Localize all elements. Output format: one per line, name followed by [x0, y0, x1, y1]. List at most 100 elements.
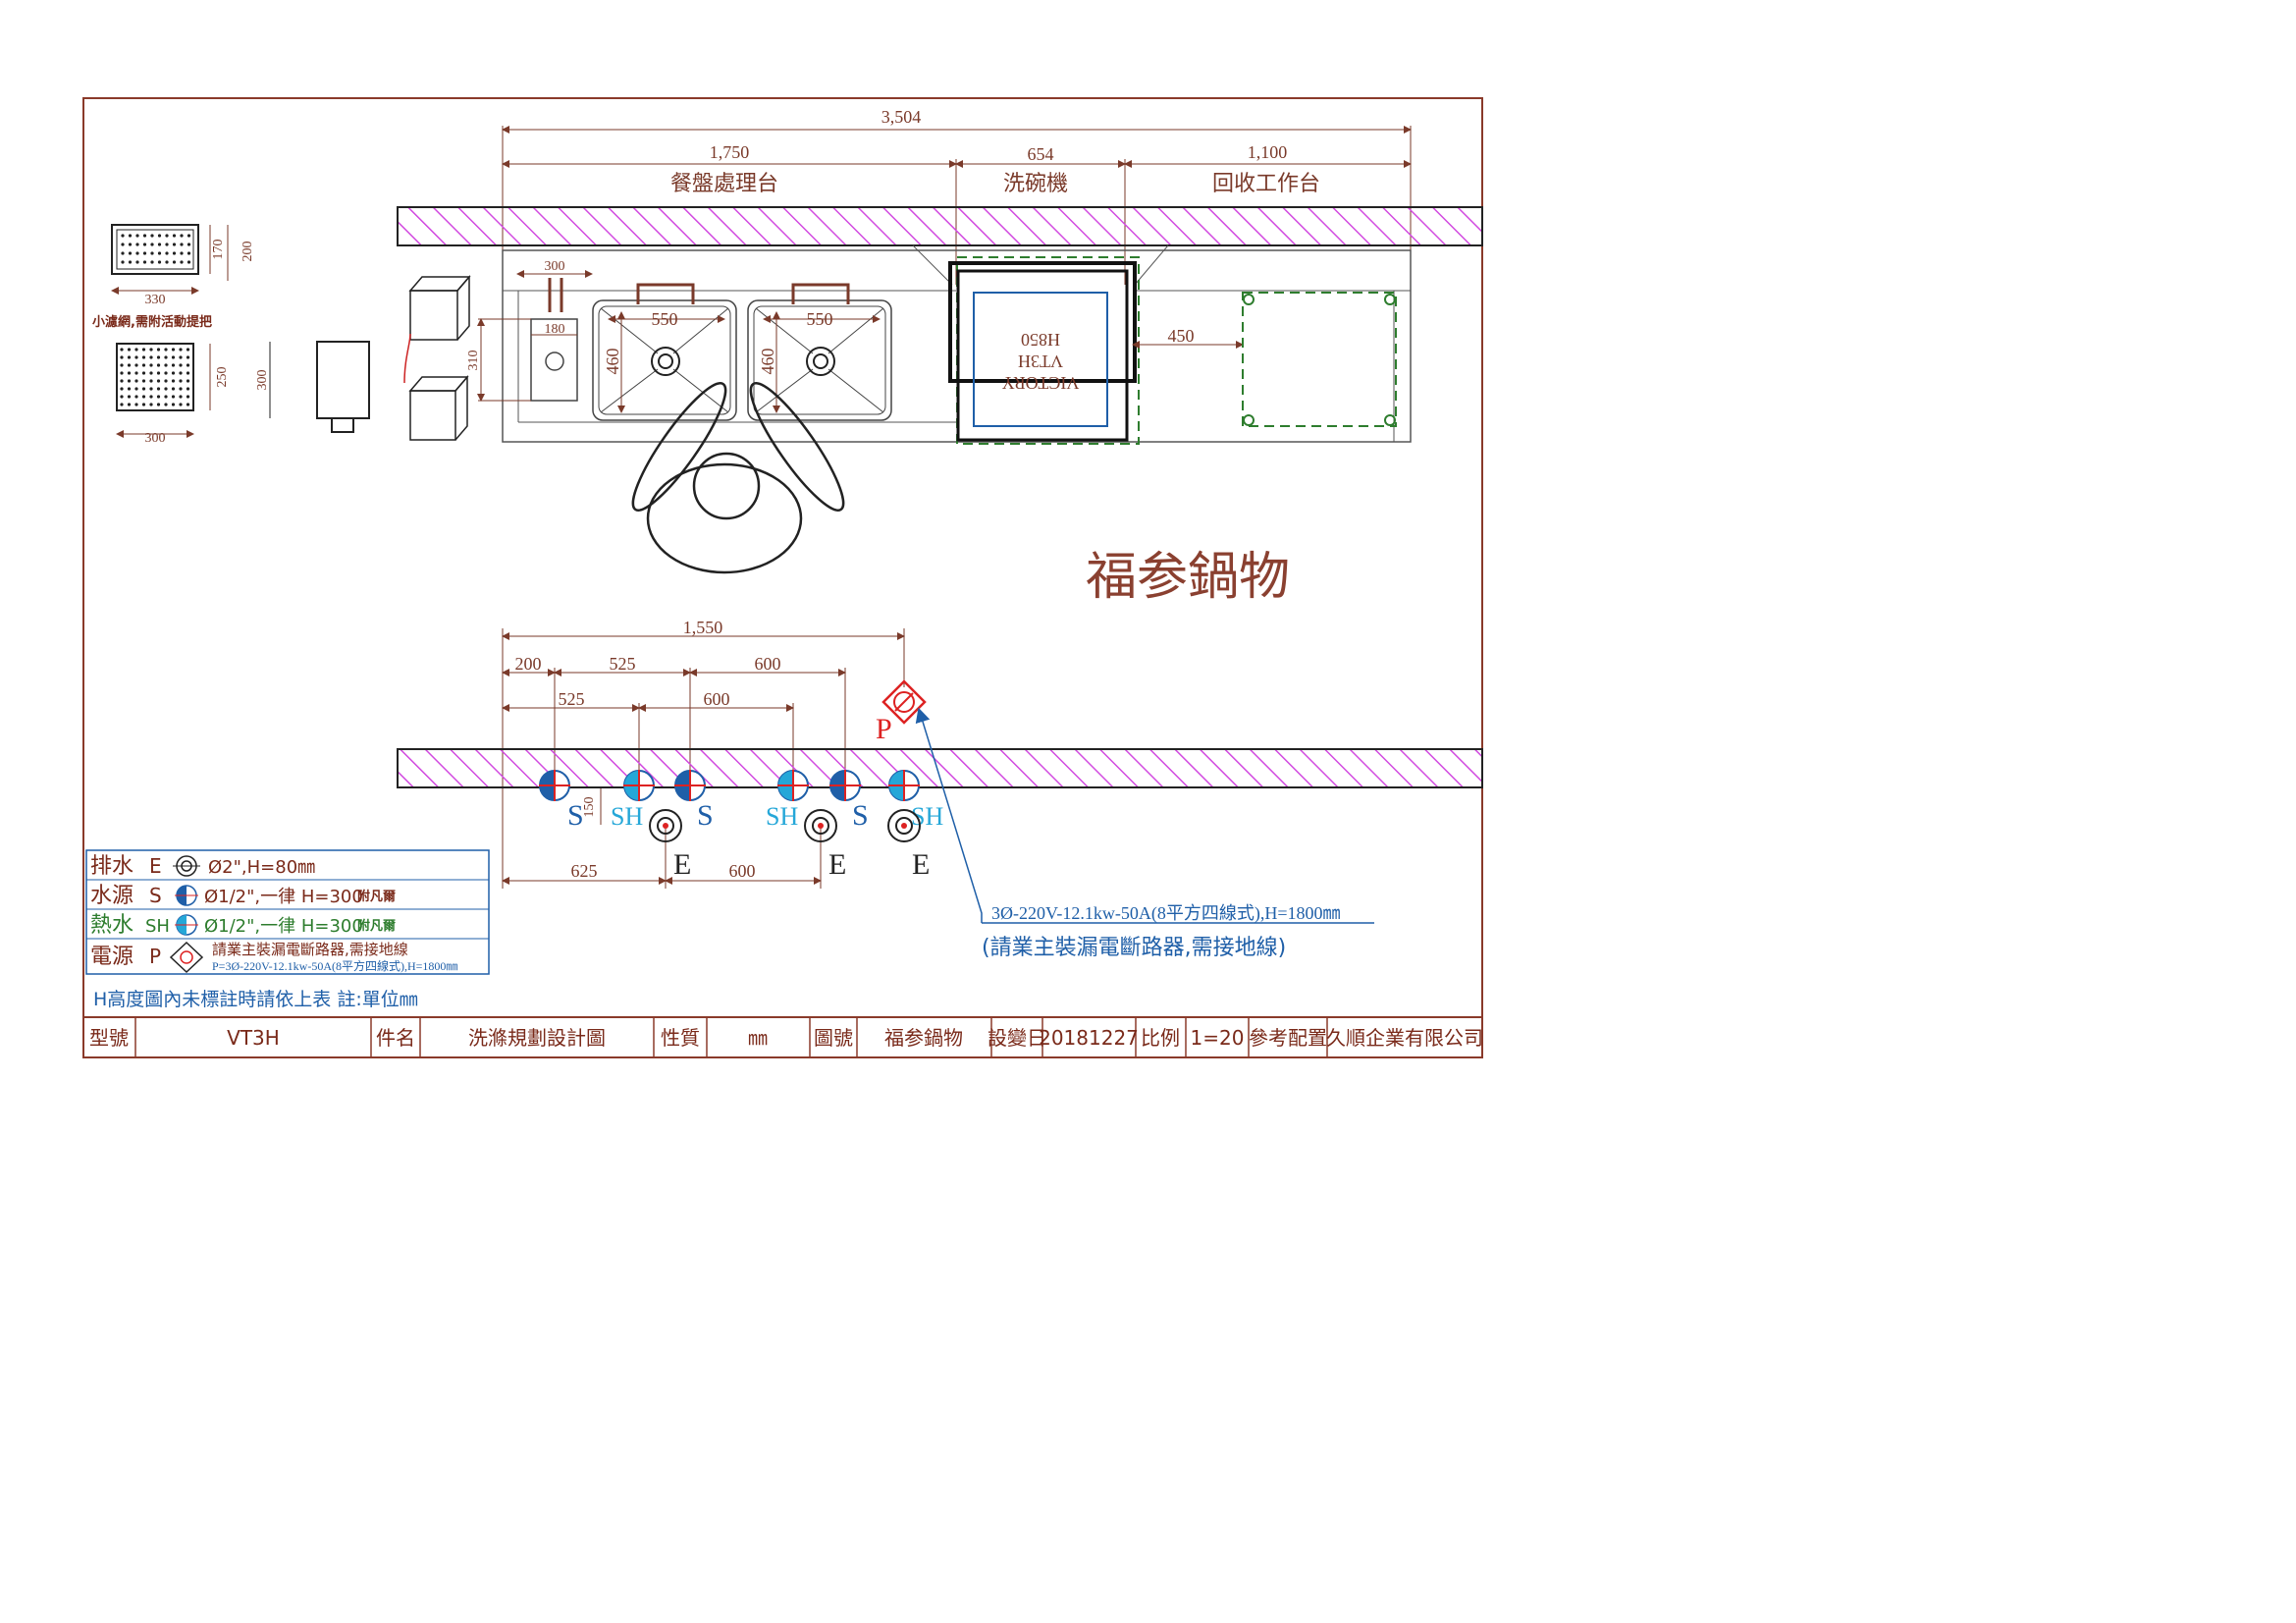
perforation-dot — [164, 348, 168, 352]
perforation-dot — [179, 371, 183, 375]
label-e-3: E — [912, 848, 930, 881]
label-s-1: S — [567, 799, 584, 832]
perforation-dot — [128, 243, 133, 246]
machine-label: VICTORY VT3H H850 — [1002, 330, 1080, 393]
perforation-dot — [179, 379, 183, 383]
perforation-dot — [172, 234, 177, 238]
perforation-dot — [156, 403, 161, 406]
perforation-dot — [187, 234, 191, 238]
perforation-dot — [156, 348, 161, 352]
perforation-dot — [179, 363, 183, 367]
perforation-dot — [187, 260, 191, 264]
drain-board-width: 300 — [545, 259, 565, 274]
perforation-dot — [134, 348, 138, 352]
perforation-dot — [128, 251, 133, 255]
hot-water-outlet-1 — [623, 770, 655, 801]
perforation-dot — [171, 395, 176, 399]
perforation-dot — [186, 355, 190, 359]
perforation-dot — [179, 387, 183, 391]
legend-spec-power: 請業主裝漏電斷路器,需接地線 — [212, 941, 408, 958]
tb-model-label: 型號 — [89, 1026, 129, 1050]
perforation-dot — [134, 371, 138, 375]
perforation-dot — [120, 371, 124, 375]
perforation-dot — [165, 260, 169, 264]
basket-note: 小濾網,需附活動提把 — [92, 314, 212, 330]
power-outlet — [881, 679, 927, 725]
perforation-dot — [134, 355, 138, 359]
perforation-dot — [165, 243, 169, 246]
tb-scale-label: 比例 — [1141, 1026, 1180, 1050]
svg-text:VT3H: VT3H — [1018, 352, 1063, 371]
perforation-dot — [120, 363, 124, 367]
water-outlet-2 — [674, 770, 706, 801]
perforation-dot — [179, 355, 183, 359]
perforation-dot — [186, 387, 190, 391]
legend-power-icon — [169, 941, 204, 974]
perforation-dot — [127, 363, 132, 367]
label-sh-1: SH — [611, 802, 643, 831]
label-sh-2: SH — [766, 802, 798, 831]
water-outlet-3 — [829, 770, 861, 801]
perforation-dot — [149, 379, 153, 383]
perforation-dot — [172, 243, 177, 246]
perforation-dot — [120, 387, 124, 391]
util-row1-c: 600 — [755, 654, 781, 674]
legend: 排水 E Ø2",H=80㎜ 水源 S Ø1/2",一律 H=300 附凡爾 熱… — [85, 849, 490, 1010]
perforation-dot — [121, 243, 125, 246]
perforation-dot — [149, 403, 153, 406]
perforation-dot — [120, 403, 124, 406]
perforation-dot — [134, 363, 138, 367]
perforation-dot — [172, 251, 177, 255]
perforation-dot — [128, 234, 133, 238]
perforation-dot — [127, 403, 132, 406]
perforation-dot — [135, 251, 139, 255]
perforation-dot — [150, 243, 154, 246]
top-dimensions: 3,504 1,750 654 1,100 餐盤處理台 洗碗機 回收工作台 — [502, 107, 1412, 285]
sink-2-width: 550 — [807, 309, 833, 329]
svg-text:VICTORY: VICTORY — [1002, 373, 1080, 393]
tb-date-label: 設變日 — [988, 1026, 1046, 1050]
perforation-dot — [150, 260, 154, 264]
perforation-dot — [156, 387, 161, 391]
tb-model-value: VT3H — [227, 1026, 280, 1050]
sink-1-depth: 460 — [603, 349, 622, 375]
basket-side-width: 300 — [145, 431, 166, 446]
perforation-dot — [149, 355, 153, 359]
perforation-dot — [157, 260, 162, 264]
perforation-dot — [135, 234, 139, 238]
legend-code-power: P — [149, 945, 161, 968]
label-p: P — [876, 713, 892, 745]
perforation-dot — [171, 355, 176, 359]
perforation-dot — [121, 260, 125, 264]
perforation-dot — [157, 251, 162, 255]
basket-side-height: 250 — [215, 367, 230, 388]
operator-figure — [631, 382, 845, 574]
perforation-dot — [134, 395, 138, 399]
perforation-dot — [186, 363, 190, 367]
perforation-dot — [156, 395, 161, 399]
util-row1-b: 525 — [610, 654, 636, 674]
perforation-dot — [179, 395, 183, 399]
legend-extra-water: 附凡爾 — [357, 889, 396, 904]
perforation-dot — [164, 379, 168, 383]
top-wall — [397, 206, 1483, 246]
tb-company: 久順企業有限公司 — [1326, 1026, 1483, 1050]
perforation-dot — [141, 363, 146, 367]
perforation-dot — [141, 371, 146, 375]
legend-code-drain: E — [149, 854, 162, 878]
box-side-height: 300 — [255, 370, 270, 391]
section-2-label: 洗碗機 — [1003, 172, 1068, 196]
drain-1 — [649, 809, 682, 842]
perforation-dot — [142, 251, 147, 255]
tb-name-label: 件名 — [376, 1026, 415, 1050]
perforation-dot — [141, 403, 146, 406]
perforation-dot — [141, 348, 146, 352]
perforation-dot — [180, 260, 184, 264]
perforation-dot — [135, 243, 139, 246]
perforation-dot — [171, 387, 176, 391]
perforation-dot — [186, 403, 190, 406]
drain-2 — [804, 809, 837, 842]
hot-water-outlet-3 — [888, 770, 920, 801]
label-s-2: S — [697, 799, 714, 832]
perforation-dot — [127, 387, 132, 391]
